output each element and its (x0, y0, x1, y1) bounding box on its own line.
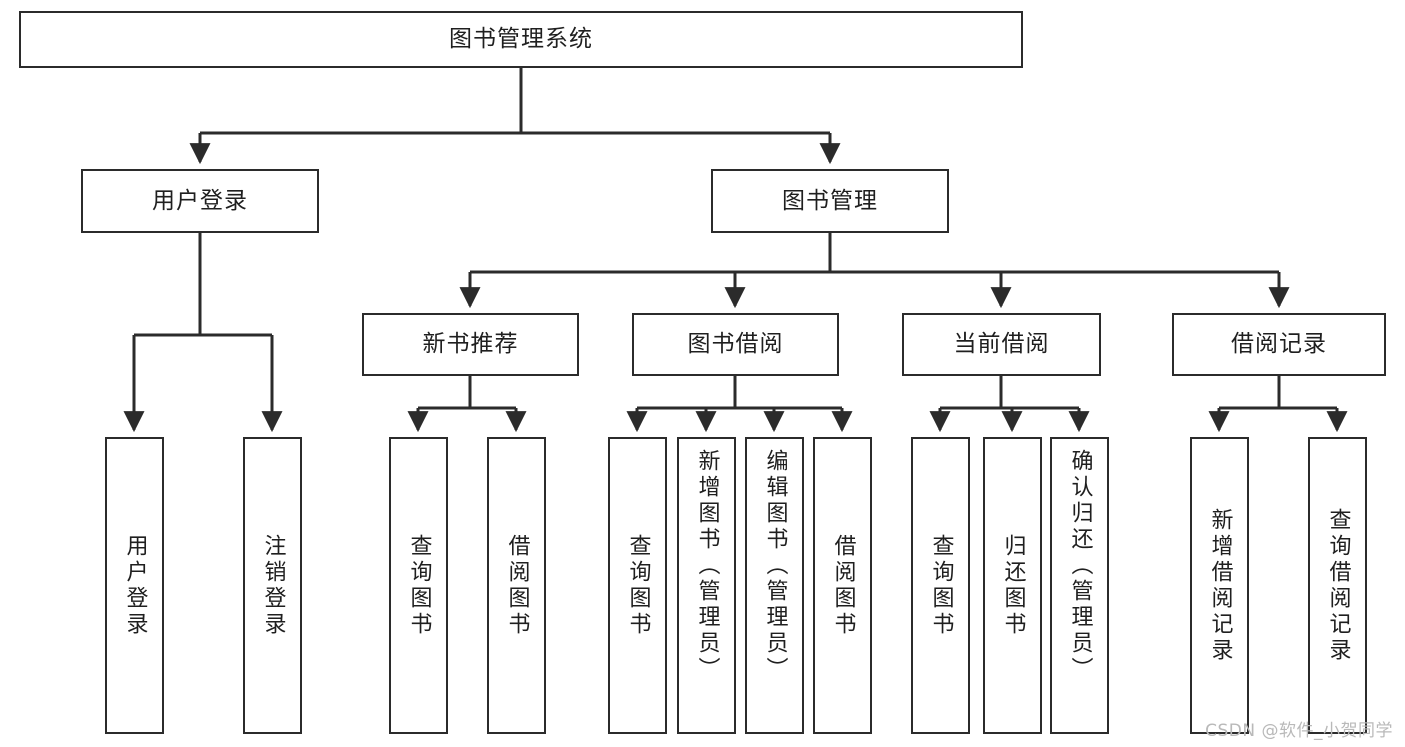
leaf-borrow-book-recommend[interactable]: 借阅图书 (487, 437, 546, 734)
leaf-query-book-current-label: 查询图书 (928, 533, 954, 638)
leaf-add-book-admin[interactable]: 新增图书（管理员） (677, 437, 736, 734)
leaf-query-borrow-record-label: 查询借阅记录 (1325, 507, 1351, 664)
node-book-management[interactable]: 图书管理 (711, 169, 949, 233)
node-borrow-record-label: 借阅记录 (1231, 331, 1327, 358)
leaf-query-book-borrow-label: 查询图书 (625, 533, 651, 638)
leaf-edit-book-admin-label: 编辑图书（管理员） (762, 449, 788, 683)
leaf-add-borrow-record[interactable]: 新增借阅记录 (1190, 437, 1249, 734)
node-book-borrow[interactable]: 图书借阅 (632, 313, 839, 376)
leaf-query-book-recommend[interactable]: 查询图书 (389, 437, 448, 734)
leaf-logout[interactable]: 注销登录 (243, 437, 302, 734)
leaf-edit-book-admin[interactable]: 编辑图书（管理员） (745, 437, 804, 734)
leaf-query-book-current[interactable]: 查询图书 (911, 437, 970, 734)
node-user-login[interactable]: 用户登录 (81, 169, 319, 233)
leaf-add-book-admin-label: 新增图书（管理员） (694, 449, 720, 683)
leaf-user-login[interactable]: 用户登录 (105, 437, 164, 734)
node-book-borrow-label: 图书借阅 (687, 331, 784, 358)
watermark-text: CSDN @软件_小贺同学 (1205, 721, 1393, 741)
node-borrow-record[interactable]: 借阅记录 (1172, 313, 1386, 376)
node-current-borrow-label: 当前借阅 (953, 331, 1050, 358)
leaf-confirm-return-admin-label: 确认归还（管理员） (1067, 449, 1093, 683)
leaf-logout-label: 注销登录 (260, 533, 286, 638)
node-root-label: 图书管理系统 (449, 26, 593, 53)
leaf-borrow-book-label: 借阅图书 (830, 533, 856, 638)
leaf-return-book[interactable]: 归还图书 (983, 437, 1042, 734)
leaf-borrow-book[interactable]: 借阅图书 (813, 437, 872, 734)
leaf-query-book-borrow[interactable]: 查询图书 (608, 437, 667, 734)
node-user-login-label: 用户登录 (152, 187, 248, 214)
leaf-return-book-label: 归还图书 (1000, 533, 1026, 638)
node-new-book-recommend-label: 新书推荐 (422, 331, 519, 358)
node-current-borrow[interactable]: 当前借阅 (902, 313, 1101, 376)
node-root[interactable]: 图书管理系统 (19, 11, 1023, 68)
leaf-user-login-label: 用户登录 (122, 533, 148, 638)
leaf-query-book-recommend-label: 查询图书 (406, 533, 432, 638)
leaf-confirm-return-admin[interactable]: 确认归还（管理员） (1050, 437, 1109, 734)
leaf-query-borrow-record[interactable]: 查询借阅记录 (1308, 437, 1367, 734)
node-book-management-label: 图书管理 (782, 187, 878, 214)
node-new-book-recommend[interactable]: 新书推荐 (362, 313, 579, 376)
leaf-add-borrow-record-label: 新增借阅记录 (1207, 507, 1233, 664)
leaf-borrow-book-recommend-label: 借阅图书 (504, 533, 530, 638)
